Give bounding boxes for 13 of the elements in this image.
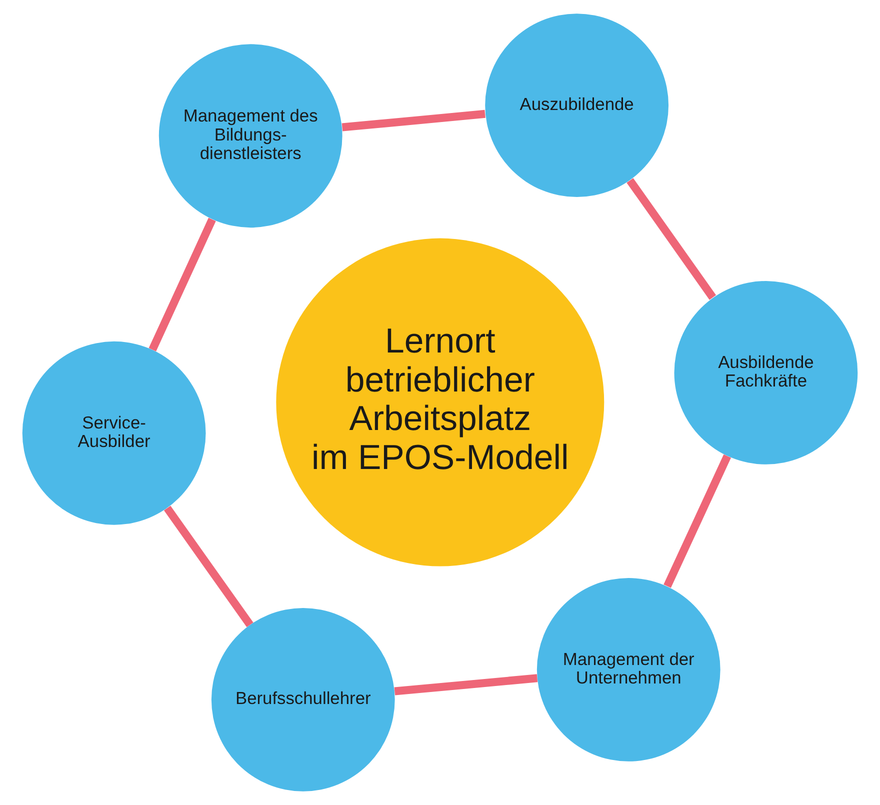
node-circle: Service- Ausbilder	[22, 341, 206, 525]
connector	[148, 218, 216, 352]
connector	[164, 506, 254, 628]
connector	[394, 674, 538, 696]
node-circle: Berufsschullehrer	[211, 608, 395, 792]
node-circle: Management des Bildungs- dienstleisters	[158, 44, 342, 228]
node-circle: Management der Unternehmen	[536, 578, 720, 762]
connector	[664, 454, 732, 588]
connector	[342, 110, 486, 132]
connector	[626, 178, 716, 300]
node-circle: Ausbildende Fachkräfte	[674, 281, 858, 464]
node-circle: Lernort betrieblicher Arbeitsplatz im EPOS-Modell	[276, 238, 604, 566]
node-circle: Auszubildende	[485, 14, 669, 198]
